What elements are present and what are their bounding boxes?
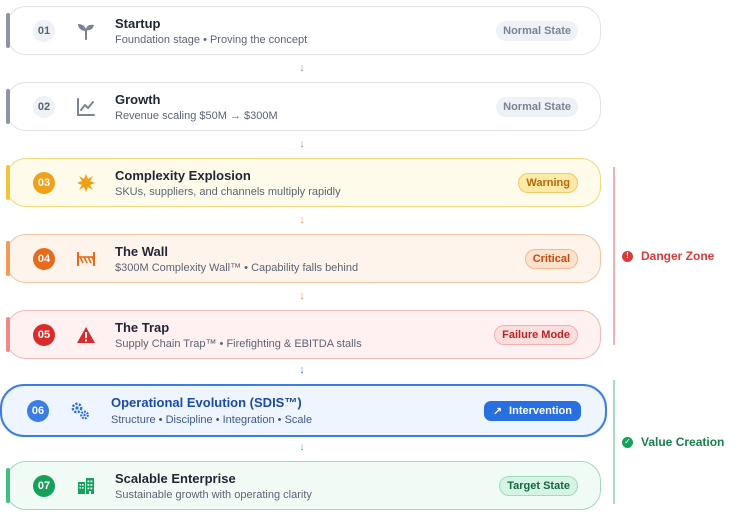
stage-number: 01 (33, 20, 55, 42)
flow-arrow: ↓ (299, 214, 305, 226)
value-zone-text: Value Creation (641, 435, 725, 449)
stage-accent-bar (6, 165, 10, 200)
stage-accent-bar (6, 468, 10, 503)
flow-arrow: ↓ (299, 62, 305, 74)
burst-icon (75, 172, 97, 194)
stage-number: 07 (33, 475, 55, 497)
stage-card-scalable-enterprise[interactable]: 07 Scalable Enterprise Sustainable growt… (6, 461, 601, 510)
value-zone-label: ✓ Value Creation (622, 435, 724, 449)
stage-subtitle: $300M Complexity Wall™ • Capability fall… (115, 262, 359, 274)
stage-title: Growth (115, 92, 161, 107)
stage-accent-bar (6, 241, 10, 276)
stage-subtitle: Structure • Discipline • Integration • S… (111, 414, 313, 426)
stage-title: The Wall (115, 244, 168, 259)
stage-number: 03 (33, 172, 55, 194)
stage-subtitle: Foundation stage • Proving the concept (115, 34, 308, 46)
danger-zone-bracket (613, 167, 615, 345)
status-badge: Warning (518, 173, 578, 193)
stage-title: Startup (115, 16, 161, 31)
flow-arrow: ↓ (299, 364, 305, 376)
stage-card-growth[interactable]: 02 Growth Revenue scaling $50M → $300M N… (6, 82, 601, 131)
stage-accent-bar (6, 317, 10, 352)
stage-title: The Trap (115, 320, 170, 335)
stage-accent-bar (6, 13, 10, 48)
stage-title: Complexity Explosion (115, 168, 251, 183)
flow-arrow: ↓ (299, 441, 305, 453)
flow-arrow: ↓ (299, 290, 305, 302)
check-circle-icon: ✓ (622, 436, 633, 448)
danger-zone-label: ! Danger Zone (622, 249, 714, 263)
stage-card-the-wall[interactable]: 04 The Wall $300M Complexity Wall™ • Cap… (6, 234, 601, 283)
stage-number: 05 (33, 324, 55, 346)
stage-card-operational-evolution[interactable]: 06 Operational Evolution (SDIS™) Structu… (0, 384, 607, 437)
wall-icon (75, 248, 97, 270)
status-badge: Failure Mode (494, 325, 578, 345)
stage-number: 02 (33, 96, 55, 118)
buildings-icon (75, 475, 97, 497)
line-chart-icon (75, 96, 97, 118)
stage-accent-bar (6, 89, 10, 124)
warning-triangle-icon (75, 324, 97, 346)
stage-card-startup[interactable]: 01 Startup Foundation stage • Proving th… (6, 6, 601, 55)
sprout-icon (75, 20, 97, 42)
stage-number: 04 (33, 248, 55, 270)
status-badge-label: Intervention (509, 405, 572, 417)
value-zone-bracket (613, 380, 615, 504)
stage-subtitle: Supply Chain Trap™ • Firefighting & EBIT… (115, 338, 362, 350)
flow-arrow: ↓ (299, 138, 305, 150)
gears-icon (69, 400, 91, 422)
stage-subtitle: SKUs, suppliers, and channels multiply r… (115, 186, 341, 198)
status-badge: Normal State (496, 97, 578, 117)
stage-subtitle: Revenue scaling $50M → $300M (115, 110, 278, 122)
status-badge: Critical (524, 249, 578, 269)
stage-title: Scalable Enterprise (115, 471, 236, 486)
stage-title: Operational Evolution (SDIS™) (111, 395, 302, 410)
status-badge: Normal State (496, 21, 578, 41)
stage-number: 06 (27, 400, 49, 422)
arrow-up-right-icon: ↗ (492, 405, 503, 418)
danger-zone-text: Danger Zone (641, 249, 715, 263)
alert-circle-icon: ! (622, 250, 633, 262)
status-badge: ↗ Intervention (483, 401, 581, 421)
stage-subtitle: Sustainable growth with operating clarit… (115, 489, 312, 501)
stage-card-complexity-explosion[interactable]: 03 Complexity Explosion SKUs, suppliers,… (6, 158, 601, 207)
status-badge: Target State (499, 476, 578, 496)
stage-card-the-trap[interactable]: 05 The Trap Supply Chain Trap™ • Firefig… (6, 310, 601, 359)
